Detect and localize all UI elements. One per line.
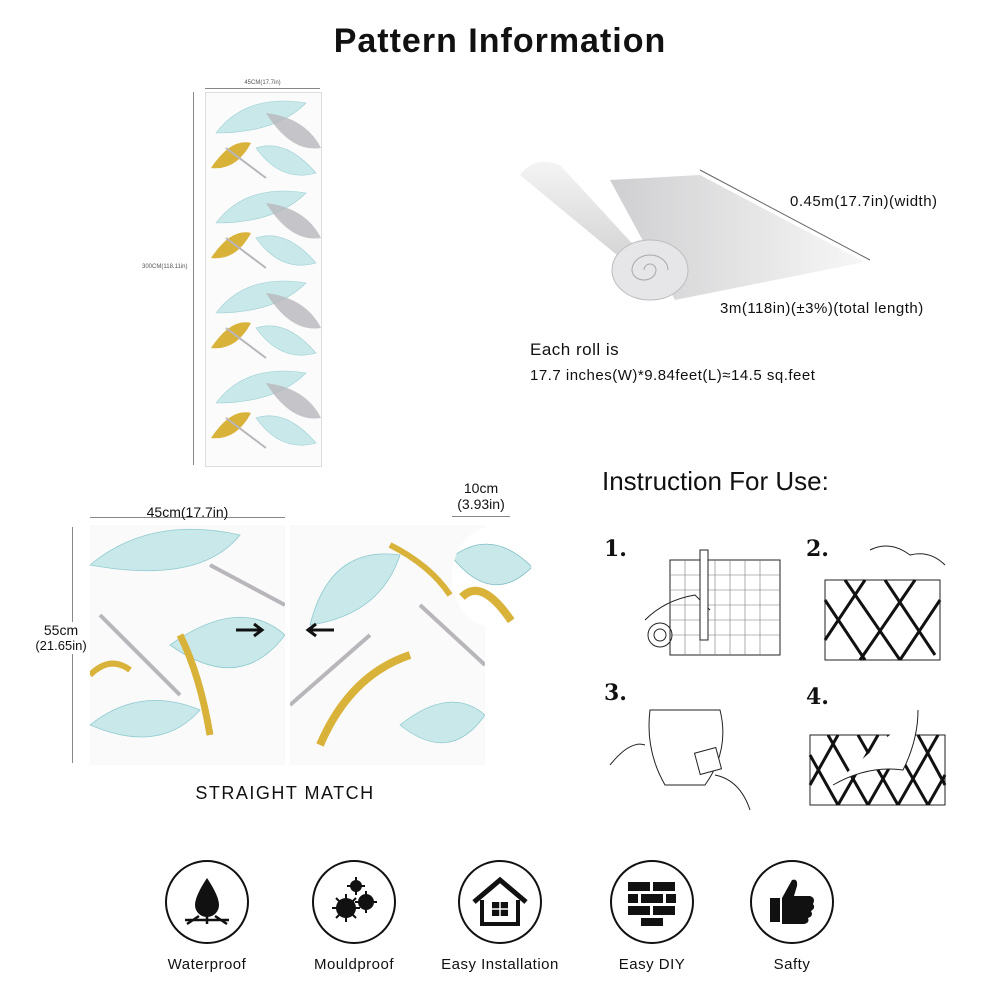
step-1-number: 1. <box>604 536 627 562</box>
zoom-width-label-cm: 10cm <box>463 480 499 496</box>
wallpaper-roll-illustration <box>470 150 880 310</box>
feature-waterproof: Waterproof <box>137 860 277 973</box>
roll-length-label: 3m(118in)(±3%)(total length) <box>720 300 924 317</box>
brick-wall-icon <box>610 860 694 944</box>
match-width-dimension-line <box>90 517 285 518</box>
feature-label: Easy Installation <box>441 956 559 973</box>
strip-width-dimension-line <box>205 88 320 89</box>
step-2-number: 2. <box>806 536 829 562</box>
feature-mouldproof: Mouldproof <box>284 860 424 973</box>
roll-description-line-2: 17.7 inches(W)*9.84feet(L)≈14.5 sq.feet <box>530 367 816 384</box>
match-height-label: 55cm (21.65in) <box>28 622 94 654</box>
wallpaper-strip-image <box>205 92 322 467</box>
step-1-illustration <box>640 540 790 670</box>
feature-label: Mouldproof <box>313 956 395 973</box>
roll-width-label: 0.45m(17.7in)(width) <box>790 193 938 210</box>
step-4-number: 4. <box>806 684 829 710</box>
match-width-label: 45cm(17.7in) <box>146 504 229 520</box>
pattern-panel-left <box>90 525 285 765</box>
house-icon <box>458 860 542 944</box>
instructions-title: Instruction For Use: <box>602 466 829 496</box>
zoom-width-label-in: (3.93in) <box>457 496 505 512</box>
page-title: Pattern Information <box>333 22 667 60</box>
pattern-panel-right <box>290 525 485 765</box>
feature-label: Waterproof <box>167 956 247 973</box>
feature-label: Safty <box>773 956 811 973</box>
step-3-illustration <box>605 690 755 820</box>
arrow-left-icon <box>305 622 334 638</box>
roll-description-line-1: Each roll is <box>530 340 620 359</box>
step-3-number: 3. <box>604 680 627 706</box>
feature-easy-diy: Easy DIY <box>582 860 722 973</box>
mould-spores-icon <box>312 860 396 944</box>
feature-label: Easy DIY <box>618 956 686 973</box>
match-height-label-in: (21.65in) <box>35 638 87 653</box>
step-4-illustration <box>808 690 958 820</box>
match-height-label-cm: 55cm <box>43 622 79 638</box>
arrow-right-icon <box>236 622 265 638</box>
feature-easy-installation: Easy Installation <box>430 860 570 973</box>
thumbs-up-icon <box>750 860 834 944</box>
strip-height-label: 300CM(118.11in) <box>142 264 188 270</box>
match-caption: STRAIGHT MATCH <box>195 783 375 803</box>
water-drop-icon <box>165 860 249 944</box>
feature-safty: Safty <box>722 860 862 973</box>
zoom-width-dimension-line <box>452 516 510 517</box>
strip-width-label: 45CM(17.7in) <box>244 80 281 86</box>
strip-height-dimension-line <box>193 92 194 465</box>
pattern-zoom-detail <box>452 527 532 627</box>
match-arrows <box>230 620 350 640</box>
step-2-illustration <box>820 540 970 670</box>
